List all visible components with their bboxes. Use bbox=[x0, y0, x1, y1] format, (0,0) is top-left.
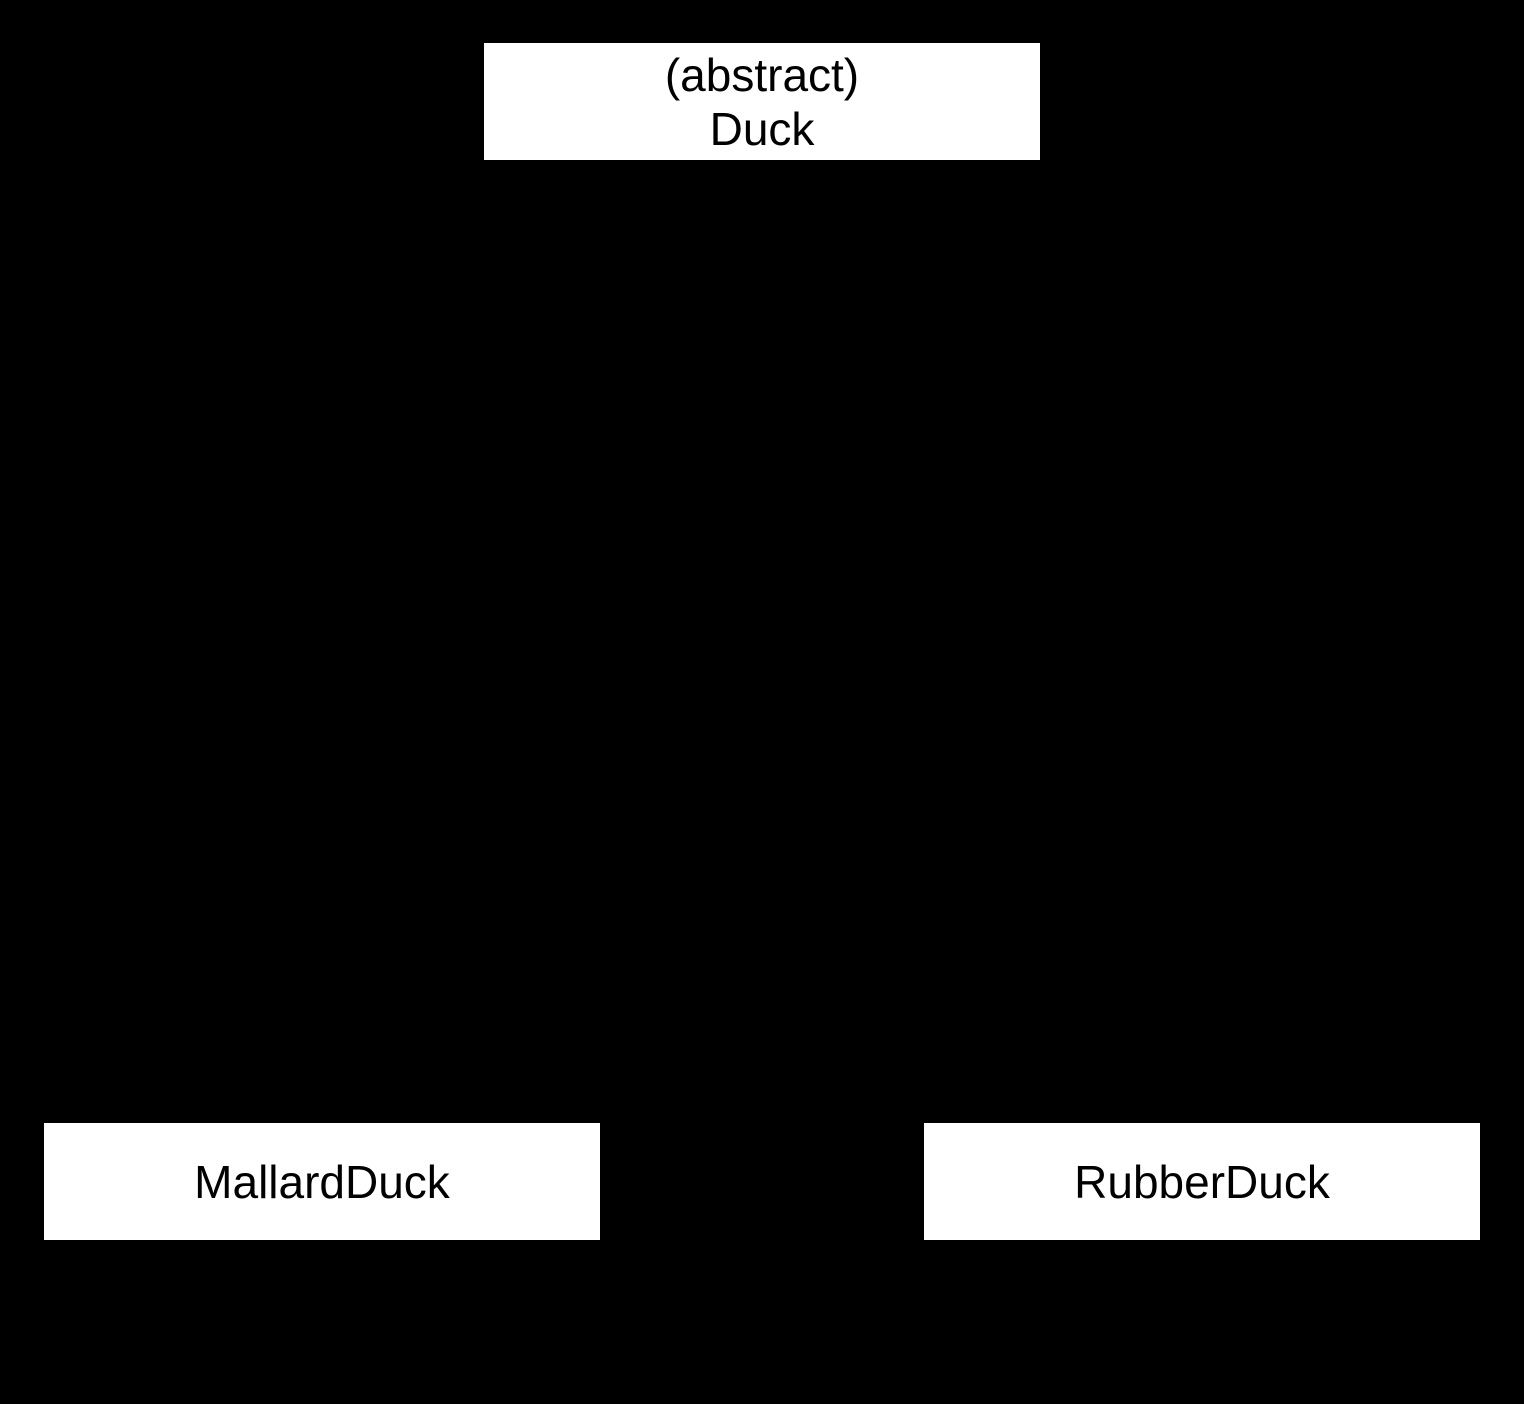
class-box-rubberduck: RubberDuck bbox=[924, 1123, 1480, 1240]
class-box-duck: (abstract) Duck bbox=[484, 43, 1040, 160]
class-box-mallardduck: MallardDuck bbox=[44, 1123, 600, 1240]
class-stereotype-label: (abstract) bbox=[664, 48, 860, 101]
class-name-label: MallardDuck bbox=[194, 1155, 450, 1208]
class-name-label: RubberDuck bbox=[1074, 1155, 1330, 1208]
class-name-label: Duck bbox=[709, 102, 815, 155]
